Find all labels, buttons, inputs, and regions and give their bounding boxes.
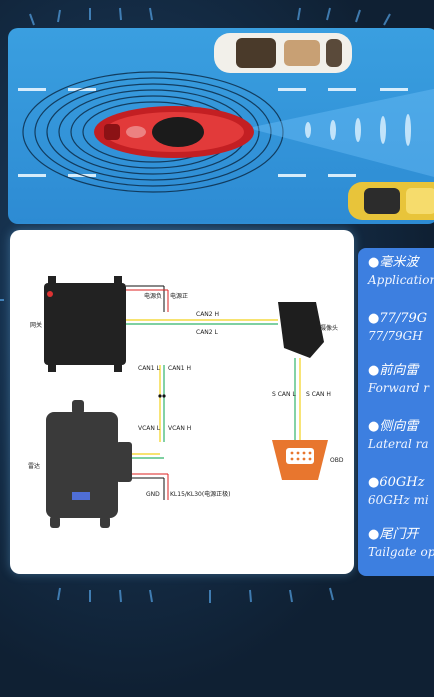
feature-title: ●前向雷 — [368, 363, 419, 378]
feature-list-panel: ●毫米波 Application ●77/79G 77/79GH ●前向雷 Fo… — [358, 248, 434, 576]
camera-label: 摄像头 — [320, 324, 338, 332]
feature-item: ●毫米波 Application — [368, 254, 434, 288]
vcanl-label: VCAN L — [138, 425, 161, 432]
feature-item: ●尾门开 Tailgate op — [368, 526, 434, 560]
feature-item: ●77/79G 77/79GH — [368, 310, 434, 344]
can2h-label: CAN2 H — [196, 311, 219, 318]
feature-title: ●60GHz — [368, 475, 425, 490]
red-car-icon — [94, 106, 254, 158]
can2l-label: CAN2 L — [196, 329, 219, 336]
scanh-label: S CAN H — [306, 391, 331, 398]
can1l-label: CAN1 L — [138, 365, 161, 372]
feature-title: ●侧向雷 — [368, 419, 419, 434]
camera-module-icon — [278, 302, 324, 358]
feature-title: ●毫米波 — [368, 255, 419, 270]
gnd-label: GND — [146, 491, 160, 498]
feature-subtitle: Forward r — [368, 381, 430, 395]
gateway-label: 网关 — [30, 321, 42, 329]
obd-connector-icon — [272, 440, 328, 480]
feature-subtitle: Tailgate op — [368, 545, 434, 559]
white-car-icon — [214, 33, 352, 73]
feature-subtitle: 77/79GH — [368, 329, 423, 343]
kl15-label: KL15/KL30(电源正极) — [170, 490, 231, 498]
yellow-car-icon — [348, 182, 434, 220]
feature-title: ●77/79G — [368, 311, 428, 326]
wiring-diagram-panel: 网关 雷达 摄像头 OBD 电 — [10, 230, 354, 574]
feature-subtitle: Lateral ra — [368, 437, 429, 451]
power-negative-label: 电源负 — [144, 292, 162, 300]
feature-item: ●侧向雷 Lateral ra — [368, 418, 434, 452]
radar-label: 雷达 — [28, 462, 40, 470]
gateway-module-icon — [44, 276, 126, 372]
feature-item: ●60GHz 60GHz mi — [368, 474, 434, 508]
feature-subtitle: 60GHz mi — [368, 493, 429, 507]
obd-label: OBD — [330, 457, 344, 464]
can1h-label: CAN1 H — [168, 365, 191, 372]
radar-illustration-panel — [8, 28, 434, 224]
scanl-label: S CAN L — [272, 391, 296, 398]
power-positive-label: 电源正 — [170, 292, 188, 300]
vcanh-label: VCAN H — [168, 425, 191, 432]
feature-title: ●尾门开 — [368, 527, 419, 542]
feature-item: ●前向雷 Forward r — [368, 362, 434, 396]
radar-module-icon — [46, 400, 132, 528]
feature-subtitle: Application — [368, 273, 434, 287]
